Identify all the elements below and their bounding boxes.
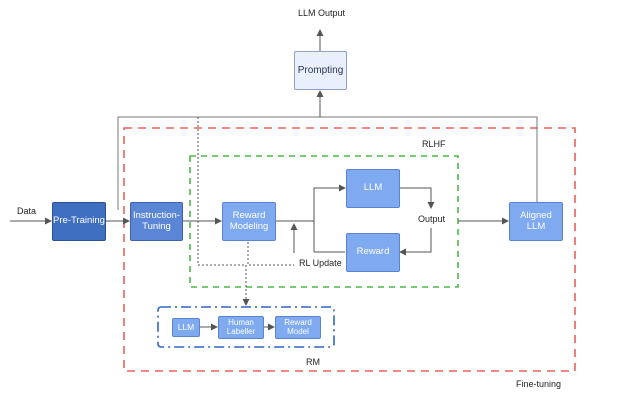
rm-llm-node: LLM — [172, 318, 200, 337]
arrow-output-to-reward — [399, 228, 432, 256]
llm-output-label: LLM Output — [298, 8, 346, 18]
rm-label: RM — [306, 357, 320, 367]
arrow-llm-to-output — [400, 187, 435, 209]
rlhf-label: RLHF — [422, 139, 446, 149]
rm-border — [157, 306, 335, 348]
arrow-branch-to-llm — [313, 184, 346, 221]
reward-modeling-node: Reward Modeling — [222, 202, 276, 241]
fine-tuning-label: Fine-tuning — [516, 379, 562, 389]
dotted-reward-modeling-to-rm — [247, 242, 294, 266]
llm-node: LLM — [346, 169, 400, 208]
dotted-loop-to-rm — [197, 117, 246, 266]
rl-update-label: RL Update — [299, 258, 342, 268]
human-labeller-node: Human Labeller — [218, 316, 264, 339]
instruction-tuning-node: Instruction- Tuning — [130, 202, 183, 241]
fine-tuning-border — [123, 127, 576, 372]
aligned-llm-node: Aligned LLM — [509, 202, 563, 241]
arrow-loop-to-prompting — [117, 116, 538, 210]
reward-model-node: Reward Model — [275, 316, 321, 339]
data-label: Data — [17, 206, 37, 216]
output-label: Output — [418, 214, 446, 224]
pre-training-node: Pre-Training — [52, 202, 106, 241]
reward-node: Reward — [346, 233, 400, 272]
prompting-node: Prompting — [294, 51, 347, 90]
